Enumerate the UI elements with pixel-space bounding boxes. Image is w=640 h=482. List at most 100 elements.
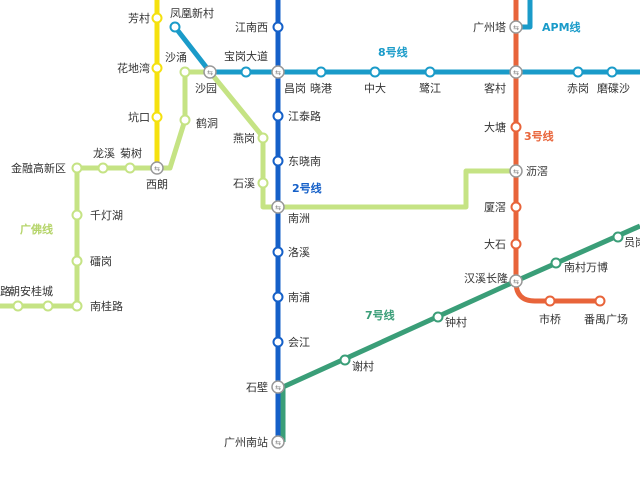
station-marker[interactable] <box>42 300 54 312</box>
station-11[interactable]: 鹭江 <box>419 66 441 96</box>
station-marker[interactable] <box>612 231 624 243</box>
station-40[interactable]: 大石 <box>484 237 522 251</box>
station-3[interactable]: ⇆西朗 <box>146 161 168 191</box>
station-marker[interactable] <box>12 300 24 312</box>
station-10[interactable]: 中大 <box>364 66 386 96</box>
station-marker[interactable] <box>272 336 284 348</box>
station-37[interactable]: 大塘 <box>484 120 522 134</box>
station-13[interactable]: 赤岗 <box>567 66 589 96</box>
station-42[interactable]: 市桥 <box>539 295 561 327</box>
station-1[interactable]: 花地湾 <box>117 61 163 75</box>
station-7[interactable]: 宝岗大道 <box>224 49 268 78</box>
interchange-icon[interactable] <box>150 161 164 175</box>
interchange-icon[interactable] <box>509 274 523 288</box>
station-marker[interactable] <box>544 295 556 307</box>
station-31[interactable]: 礌岗 <box>71 255 113 268</box>
station-name: 广州塔 <box>473 21 506 34</box>
station-marker[interactable] <box>71 300 83 312</box>
station-17[interactable]: 东晓南 <box>272 155 322 168</box>
station-marker[interactable] <box>594 295 606 307</box>
station-marker[interactable] <box>272 21 284 33</box>
station-marker[interactable] <box>272 291 284 303</box>
station-32[interactable]: 南桂路 <box>71 299 124 313</box>
station-33[interactable]: 桂城 <box>31 284 54 312</box>
station-2[interactable]: 坑口 <box>128 110 163 124</box>
station-36[interactable]: ⇆广州塔 <box>473 20 523 34</box>
station-0[interactable]: 芳村 <box>128 11 163 25</box>
station-marker[interactable] <box>257 177 269 189</box>
station-marker[interactable] <box>510 121 522 133</box>
station-marker[interactable] <box>151 111 163 123</box>
station-29[interactable]: 金融高新区 <box>11 161 83 175</box>
station-marker[interactable] <box>510 201 522 213</box>
station-marker[interactable] <box>97 162 109 174</box>
station-marker[interactable] <box>369 66 381 78</box>
station-marker[interactable] <box>151 12 163 24</box>
station-46[interactable]: 南村万博 <box>550 257 609 275</box>
station-19[interactable]: 洛溪 <box>272 245 311 259</box>
station-39[interactable]: 厦滘 <box>484 201 522 214</box>
station-28[interactable]: 菊树 <box>120 146 142 174</box>
station-9[interactable]: 晓港 <box>310 66 332 96</box>
station-marker[interactable] <box>169 21 181 33</box>
station-name: 南洲 <box>288 212 310 225</box>
station-marker[interactable] <box>179 66 191 78</box>
station-21[interactable]: 会江 <box>272 336 311 349</box>
station-22[interactable]: ⇆石壁 <box>246 380 285 394</box>
interchange-icon[interactable] <box>203 65 217 79</box>
station-marker[interactable] <box>272 155 284 167</box>
station-marker[interactable] <box>179 114 191 126</box>
station-marker[interactable] <box>432 311 444 323</box>
station-marker[interactable] <box>71 255 83 267</box>
station-5[interactable]: 沙涌 <box>165 51 191 78</box>
station-34[interactable]: 朝安 <box>9 284 31 312</box>
station-44[interactable]: 谢村 <box>339 354 375 374</box>
station-38[interactable]: ⇆沥滘 <box>509 164 548 178</box>
station-marker[interactable] <box>424 66 436 78</box>
station-23[interactable]: ⇆广州南站 <box>224 435 285 449</box>
station-25[interactable]: 燕岗 <box>233 132 269 145</box>
interchange-icon[interactable] <box>271 380 285 394</box>
station-marker[interactable] <box>124 162 136 174</box>
station-marker[interactable] <box>240 66 252 78</box>
interchange-icon[interactable] <box>509 65 523 79</box>
station-18[interactable]: ⇆ 南洲 <box>271 200 310 225</box>
station-26[interactable]: 石溪 <box>233 177 269 190</box>
station-35[interactable]: 路 <box>0 285 11 298</box>
interchange-icon[interactable] <box>509 20 523 34</box>
station-marker[interactable] <box>550 257 562 269</box>
station-marker[interactable] <box>572 66 584 78</box>
station-15[interactable]: 江南西 <box>235 21 284 34</box>
station-8[interactable]: ⇆昌岗 <box>271 65 306 95</box>
station-30[interactable]: 千灯湖 <box>71 209 124 222</box>
transfer-icon: ⇆ <box>513 168 519 176</box>
interchange-icon[interactable] <box>271 435 285 449</box>
station-45[interactable]: 钟村 <box>432 311 468 330</box>
station-marker[interactable] <box>71 209 83 221</box>
station-marker[interactable] <box>272 246 284 258</box>
station-4[interactable]: 凤凰新村 <box>169 6 214 33</box>
station-marker[interactable] <box>272 110 284 122</box>
interchange-icon[interactable] <box>271 65 285 79</box>
interchange-icon[interactable] <box>509 164 523 178</box>
station-20[interactable]: 南浦 <box>272 291 311 304</box>
station-41[interactable]: ⇆汉溪长隆 <box>464 271 523 288</box>
station-marker[interactable] <box>315 66 327 78</box>
station-12[interactable]: ⇆客村 <box>484 65 523 95</box>
station-47[interactable]: 员岗 <box>612 231 640 250</box>
station-marker[interactable] <box>257 132 269 144</box>
station-24[interactable]: 鹤洞 <box>179 114 219 131</box>
station-marker[interactable] <box>339 354 351 366</box>
station-marker[interactable] <box>606 66 618 78</box>
interchange-icon[interactable] <box>271 200 285 214</box>
station-43[interactable]: 番禺广场 <box>584 295 628 327</box>
station-marker[interactable] <box>151 62 163 74</box>
station-16[interactable]: 江泰路 <box>272 109 322 123</box>
station-marker[interactable] <box>510 238 522 250</box>
transfer-icon: ⇆ <box>275 204 281 212</box>
station-6[interactable]: ⇆沙园 <box>195 65 217 95</box>
station-marker[interactable] <box>71 162 83 174</box>
station-14[interactable]: 磨碟沙 <box>597 66 630 96</box>
station-27[interactable]: 龙溪 <box>93 147 115 174</box>
